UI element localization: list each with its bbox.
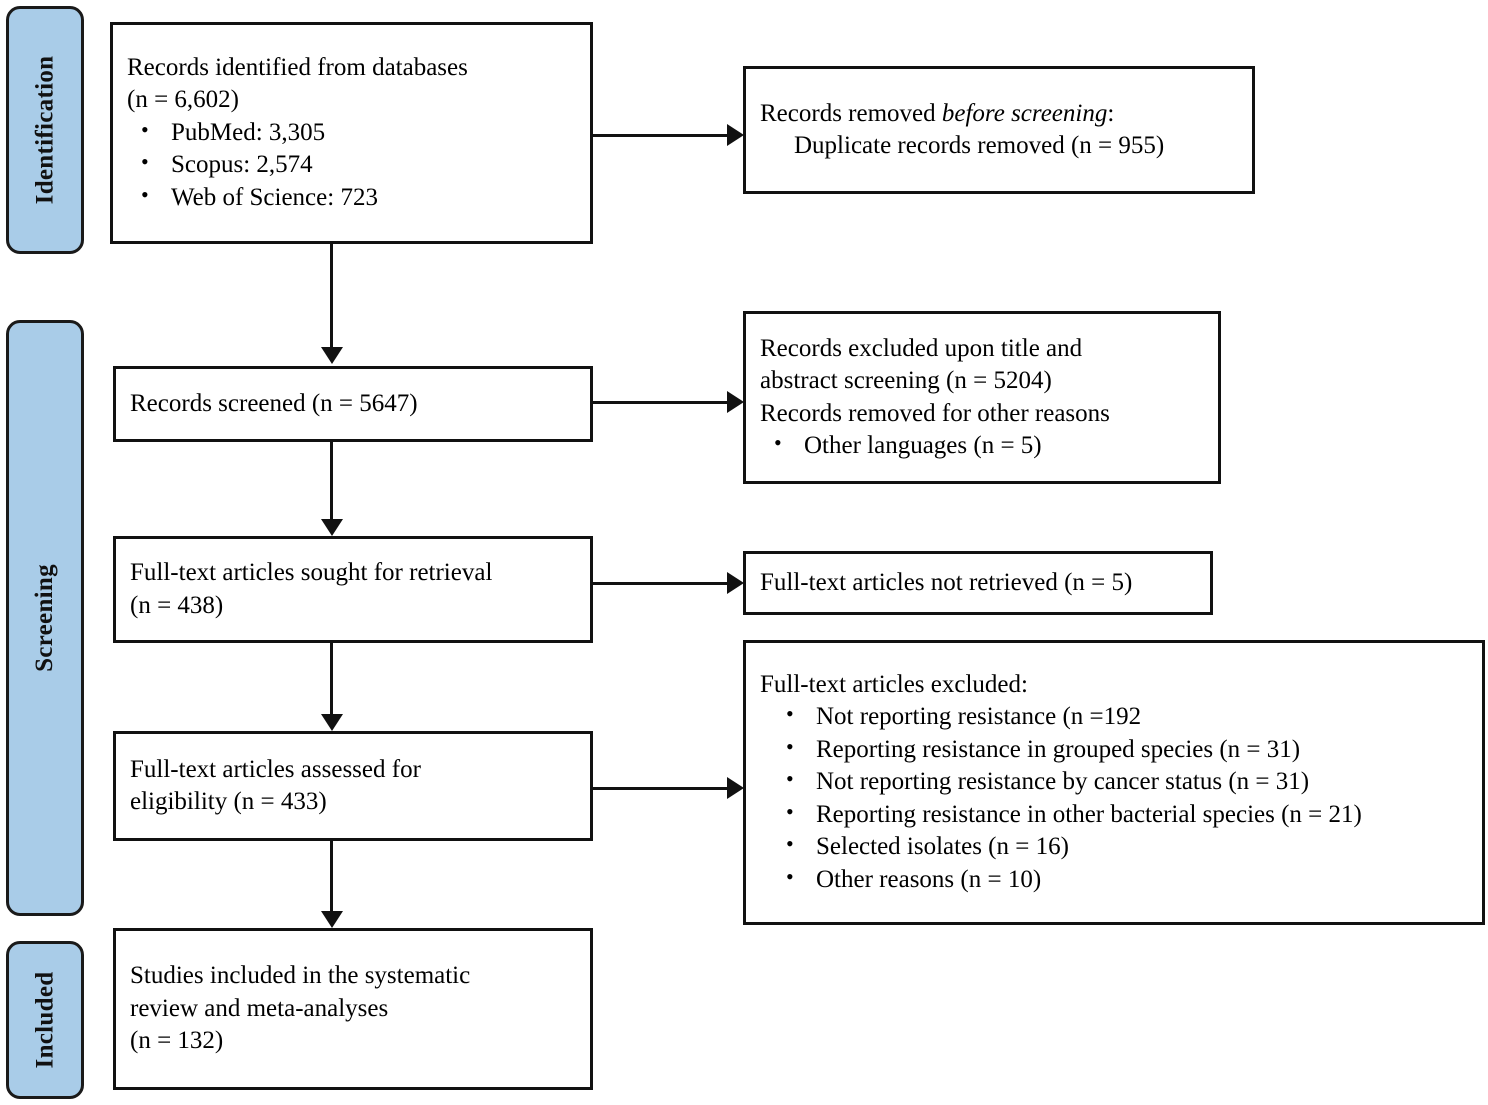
fulltext-excluded-reasons: Not reporting resistance (n =192 Reporti…	[760, 700, 1468, 897]
list-item: Reporting resistance in grouped species …	[760, 733, 1468, 767]
connector-screened-to-sought	[330, 442, 333, 519]
studies-included-line1: Studies included in the systematic	[130, 962, 471, 990]
list-item: Web of Science: 723	[127, 181, 576, 215]
fulltext-assessed-line1: Full-text articles assessed for	[130, 755, 421, 783]
connector-assessed-to-included	[330, 841, 333, 911]
list-item: Not reporting resistance by cancer statu…	[760, 765, 1468, 799]
box-records-identified: Records identified from databases (n = 6…	[110, 22, 593, 244]
box-fulltext-assessed: Full-text articles assessed for eligibil…	[113, 731, 593, 841]
connector-identified-to-screened	[330, 244, 333, 347]
records-screened-line1: Records screened (n = 5647)	[130, 389, 418, 417]
connector-sought-to-assessed	[330, 643, 333, 714]
records-removed-line2: Duplicate records removed (n = 955)	[794, 132, 1165, 159]
records-identified-line1: Records identified from databases	[127, 53, 468, 81]
list-item: PubMed: 3,305	[127, 116, 576, 150]
box-records-screened: Records screened (n = 5647)	[113, 366, 593, 442]
connector-screened-to-excluded	[593, 401, 727, 404]
arrowhead-assessed-to-excluded	[727, 777, 744, 799]
list-item: Reporting resistance in other bacterial …	[760, 798, 1468, 832]
stage-screening-label: Screening	[31, 564, 59, 672]
list-item: Selected isolates (n = 16)	[760, 830, 1468, 864]
list-item: Other reasons (n = 10)	[760, 863, 1468, 897]
list-item: Scopus: 2,574	[127, 148, 576, 182]
connector-identified-to-removed	[593, 134, 727, 137]
list-item: Other languages (n = 5)	[760, 429, 1204, 463]
box-fulltext-excluded: Full-text articles excluded: Not reporti…	[743, 640, 1485, 925]
records-identified-line2: (n = 6,602)	[127, 86, 239, 114]
stage-screening: Screening	[6, 320, 84, 916]
arrowhead-screened-to-sought	[321, 519, 343, 536]
arrowhead-identified-to-screened	[321, 347, 343, 364]
arrowhead-sought-to-assessed	[321, 714, 343, 731]
list-item: Not reporting resistance (n =192	[760, 700, 1468, 734]
studies-included-line2: review and meta-analyses	[130, 994, 389, 1022]
fulltext-not-retrieved-line1: Full-text articles not retrieved (n = 5)	[760, 568, 1133, 596]
records-excluded-line3: Records removed for other reasons	[760, 399, 1110, 427]
records-removed-suffix: :	[1107, 99, 1115, 127]
stage-included-label: Included	[31, 971, 59, 1069]
records-excluded-reasons: Other languages (n = 5)	[760, 429, 1204, 463]
stage-identification: Identification	[6, 6, 84, 254]
records-removed-italic: before screening	[941, 99, 1108, 127]
arrowhead-identified-to-removed	[727, 124, 744, 146]
fulltext-excluded-line1: Full-text articles excluded:	[760, 670, 1028, 698]
arrowhead-screened-to-excluded	[727, 391, 744, 413]
fulltext-sought-line2: (n = 438)	[130, 591, 224, 619]
box-records-excluded: Records excluded upon title and abstract…	[743, 311, 1221, 484]
fulltext-assessed-line2: eligibility (n = 433)	[130, 788, 327, 815]
arrowhead-assessed-to-included	[321, 911, 343, 928]
records-removed-line1: Records removed before screening:	[760, 98, 1238, 131]
fulltext-sought-line1: Full-text articles sought for retrieval	[130, 559, 493, 586]
box-studies-included: Studies included in the systematic revie…	[113, 928, 593, 1090]
connector-assessed-to-excluded	[593, 787, 727, 790]
records-removed-prefix: Records removed	[760, 99, 942, 127]
box-fulltext-not-retrieved: Full-text articles not retrieved (n = 5)	[743, 551, 1213, 615]
box-records-removed-before-screening: Records removed before screening: Duplic…	[743, 66, 1255, 194]
studies-included-line3: (n = 132)	[130, 1027, 224, 1055]
records-excluded-line2: abstract screening (n = 5204)	[760, 367, 1052, 394]
records-excluded-line1: Records excluded upon title and	[760, 334, 1083, 362]
stage-included: Included	[6, 941, 84, 1099]
box-fulltext-sought: Full-text articles sought for retrieval …	[113, 536, 593, 643]
arrowhead-sought-to-not-retrieved	[727, 572, 744, 594]
connector-sought-to-not-retrieved	[593, 582, 727, 585]
stage-identification-label: Identification	[31, 55, 58, 205]
records-identified-sources: PubMed: 3,305 Scopus: 2,574 Web of Scien…	[127, 116, 576, 215]
